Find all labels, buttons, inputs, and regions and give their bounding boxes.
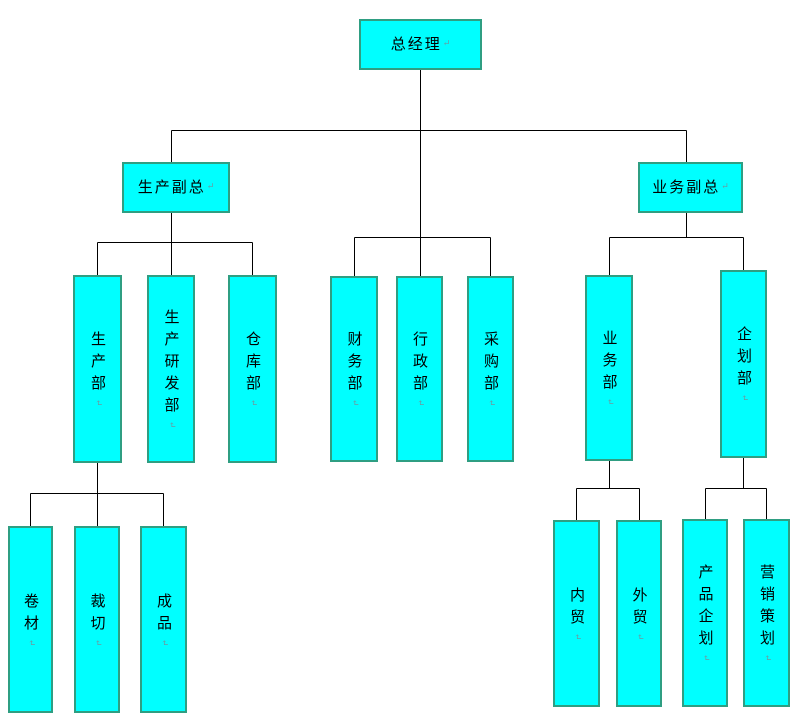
paragraph-mark-icon: ↵ bbox=[415, 399, 425, 407]
paragraph-mark-icon: ↵ bbox=[486, 399, 496, 407]
node-label: 总经理 bbox=[390, 35, 442, 53]
paragraph-mark-icon: ↵ bbox=[739, 394, 749, 402]
connector-business-dept-rail bbox=[576, 461, 640, 520]
node-label: 营销策划 bbox=[758, 564, 776, 653]
paragraph-mark-icon: ↵ bbox=[159, 638, 169, 647]
node-business-vp[interactable]: 业务副总↵ bbox=[638, 162, 743, 213]
node-label: 内贸 bbox=[568, 586, 586, 631]
node-label: 卷材 bbox=[22, 592, 40, 637]
node-admin-dept[interactable]: 行政部↵ bbox=[396, 276, 443, 462]
node-foreign-trade[interactable]: 外贸↵ bbox=[616, 520, 662, 707]
node-domestic-trade[interactable]: 内贸↵ bbox=[553, 520, 600, 707]
node-label: 裁切 bbox=[88, 592, 107, 637]
node-label: 业务部 bbox=[600, 330, 619, 397]
paragraph-mark-icon: ↵ bbox=[442, 39, 451, 49]
connector-business-vp-rail bbox=[609, 213, 744, 275]
node-label: 外贸 bbox=[630, 586, 649, 631]
node-label: 业务副总 bbox=[652, 178, 721, 196]
paragraph-mark-icon: ↵ bbox=[166, 421, 177, 429]
paragraph-mark-icon: ↵ bbox=[762, 654, 772, 662]
node-planning-dept[interactable]: 企划部↵ bbox=[720, 270, 767, 458]
node-general-manager[interactable]: 总经理↵ bbox=[359, 19, 482, 70]
paragraph-mark-icon: ↵ bbox=[349, 399, 360, 407]
paragraph-mark-icon: ↵ bbox=[92, 638, 103, 647]
node-label: 行政部 bbox=[411, 331, 429, 398]
node-label: 生产研发部 bbox=[162, 309, 181, 420]
paragraph-mark-icon: ↵ bbox=[206, 182, 215, 192]
connector-top-rail bbox=[171, 130, 687, 162]
node-product-planning[interactable]: 产品企划↵ bbox=[682, 519, 728, 707]
node-production-dept[interactable]: 生产部↵ bbox=[73, 275, 122, 463]
node-finance-dept[interactable]: 财务部↵ bbox=[330, 276, 378, 462]
node-label: 财务部 bbox=[345, 331, 364, 398]
node-label: 生产副总 bbox=[137, 178, 206, 196]
connector-mid-rail bbox=[354, 237, 491, 276]
connector-production-dept-rail bbox=[30, 463, 164, 526]
node-label: 生产部 bbox=[89, 331, 107, 398]
node-coil-material[interactable]: 卷材↵ bbox=[8, 526, 53, 713]
paragraph-mark-icon: ↵ bbox=[721, 182, 729, 192]
paragraph-mark-icon: ↵ bbox=[93, 399, 103, 407]
paragraph-mark-icon: ↵ bbox=[248, 399, 258, 407]
paragraph-mark-icon: ↵ bbox=[634, 632, 645, 641]
node-label: 企划部 bbox=[735, 326, 753, 393]
paragraph-mark-icon: ↵ bbox=[604, 398, 615, 406]
node-finished-goods[interactable]: 成品↵ bbox=[140, 526, 187, 713]
node-marketing-planning[interactable]: 营销策划↵ bbox=[743, 519, 790, 707]
paragraph-mark-icon: ↵ bbox=[26, 638, 36, 647]
node-production-rd-dept[interactable]: 生产研发部↵ bbox=[147, 275, 195, 463]
connector-planning-dept-rail bbox=[705, 458, 767, 519]
node-purchasing-dept[interactable]: 采购部↵ bbox=[467, 276, 514, 462]
node-label: 成品 bbox=[155, 592, 173, 637]
node-label: 仓库部 bbox=[244, 331, 262, 398]
node-production-vp[interactable]: 生产副总↵ bbox=[122, 162, 230, 213]
paragraph-mark-icon: ↵ bbox=[700, 654, 711, 662]
paragraph-mark-icon: ↵ bbox=[572, 632, 582, 641]
connector-production-vp-rail bbox=[97, 213, 253, 275]
node-cutting[interactable]: 裁切↵ bbox=[74, 526, 120, 713]
node-warehouse-dept[interactable]: 仓库部↵ bbox=[228, 275, 277, 463]
node-label: 产品企划 bbox=[696, 564, 715, 653]
node-label: 采购部 bbox=[482, 331, 500, 398]
node-business-dept[interactable]: 业务部↵ bbox=[585, 275, 633, 461]
